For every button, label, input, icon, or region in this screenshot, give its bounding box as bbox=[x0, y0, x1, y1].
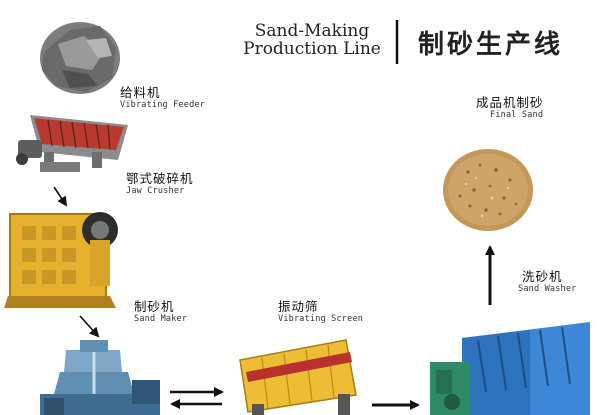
vibrating-feeder-image bbox=[16, 115, 128, 172]
jaw-crusher-label-en: Jaw Crusher bbox=[126, 186, 185, 196]
sand-maker-label-en: Sand Maker bbox=[134, 314, 188, 324]
raw-stone-image bbox=[40, 22, 120, 94]
final-sand-image bbox=[443, 149, 533, 231]
title-english-line2: Production Line bbox=[243, 39, 381, 59]
arrow-jaw-to-maker bbox=[79, 315, 100, 338]
sand-washer-label-en: Sand Washer bbox=[518, 284, 577, 294]
feeder-label-en: Vibrating Feeder bbox=[120, 100, 206, 110]
vibrating-screen-label-en: Vibrating Screen bbox=[278, 314, 364, 324]
title-chinese: 制砂生产线 bbox=[418, 30, 564, 60]
title-english: Sand-Making Production Line bbox=[232, 22, 392, 58]
vibrating-screen-label-cn: 振动筛 bbox=[278, 299, 319, 314]
arrow-feeder-to-jaw bbox=[53, 186, 68, 207]
jaw-crusher-image bbox=[4, 212, 118, 308]
sand-maker-image bbox=[40, 340, 160, 415]
sand-washer-label-cn: 洗砂机 bbox=[522, 269, 563, 284]
feeder-label-cn: 给料机 bbox=[120, 85, 161, 100]
title-english-line1: Sand-Making bbox=[254, 21, 370, 41]
sand-washer-image bbox=[430, 322, 590, 415]
final-sand-label-en: Final Sand bbox=[490, 110, 544, 120]
final-sand-label-cn: 成品机制砂 bbox=[476, 95, 544, 110]
jaw-crusher-label-cn: 鄂式破碎机 bbox=[126, 171, 194, 186]
vibrating-screen-image bbox=[239, 339, 357, 415]
sand-maker-label-cn: 制砂机 bbox=[134, 299, 175, 314]
